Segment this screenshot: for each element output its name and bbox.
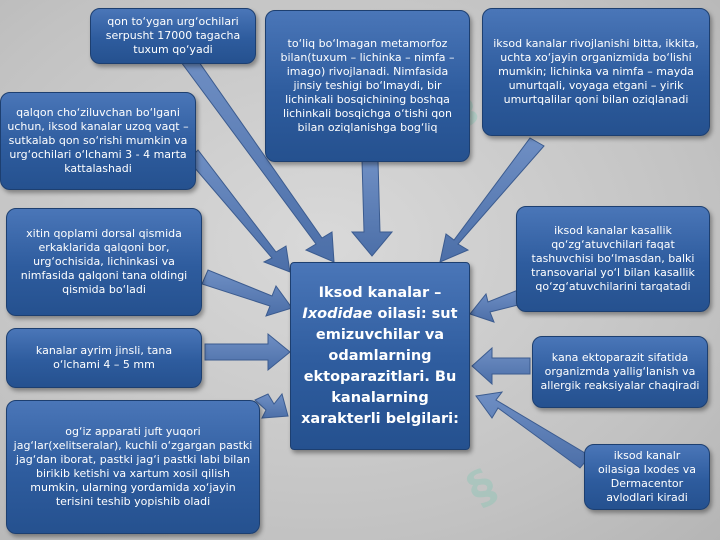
arrow-left-4 <box>254 392 289 419</box>
center-title-part2: oilasi: sut emizuvchilar va odamlarning … <box>301 305 459 427</box>
arrow-top-left <box>177 51 335 263</box>
arrow-right-1 <box>469 289 523 323</box>
box-genera: iksod kanalr oilasiga Ixodes va Dermacen… <box>584 444 710 510</box>
arrow-top-center <box>350 159 394 257</box>
box-chitin-cover: xitin qoplami dorsal qismida erkaklarida… <box>6 208 202 316</box>
center-title-italic: Ixodidae <box>302 305 373 322</box>
box-host-development: iksod kanalar rivojlanishi bitta, ikkita… <box>482 8 710 136</box>
box-egg-laying: qon to‘ygan urg‘ochilari serpusht 17000 … <box>90 8 256 64</box>
box-chitin-cover-text: xitin qoplami dorsal qismida erkaklarida… <box>20 227 188 296</box>
box-transmission: iksod kanalar kasallik qo‘zg‘atuvchilari… <box>516 206 710 312</box>
box-genera-text: iksod kanalr oilasiga Ixodes va Dermacen… <box>598 449 696 504</box>
arrow-right-3 <box>475 391 591 469</box>
box-egg-laying-text: qon to‘ygan urg‘ochilari serpusht 17000 … <box>105 15 241 56</box>
center-title-part1: Iksod kanalar – <box>318 284 442 301</box>
box-host-development-text: iksod kanalar rivojlanishi bitta, ikkita… <box>493 37 699 106</box>
box-metamorphosis-text: to‘liq bo‘lmagan metamorfoz bilan(tuxum … <box>280 37 455 134</box>
box-mouth-apparatus: og‘iz apparati juft yuqori jag‘lar(xelit… <box>6 400 260 534</box>
arrow-left-1 <box>187 149 291 273</box>
box-allergy-text: kana ektoparazit sifatida organizmda yal… <box>540 351 700 392</box>
box-body-size-text: kanalar ayrim jinsli, tana o‘lchami 4 – … <box>35 344 173 371</box>
arrow-left-3 <box>204 332 291 372</box>
box-metamorphosis: to‘liq bo‘lmagan metamorfoz bilan(tuxum … <box>265 10 470 162</box>
arrow-left-2 <box>201 269 293 317</box>
box-blood-sucking-text: qalqon cho‘ziluvchan bo‘lgani uchun, iks… <box>7 106 189 175</box>
center-title-box: Iksod kanalar – Ixodidae oilasi: sut emiz… <box>290 262 470 450</box>
box-body-size: kanalar ayrim jinsli, tana o‘lchami 4 – … <box>6 328 202 388</box>
arrow-top-right <box>439 137 545 263</box>
box-blood-sucking: qalqon cho‘ziluvchan bo‘lgani uchun, iks… <box>0 92 196 190</box>
center-title-text: Iksod kanalar – Ixodidae oilasi: sut emiz… <box>299 283 461 430</box>
box-allergy: kana ektoparazit sifatida organizmda yal… <box>532 336 708 408</box>
box-mouth-apparatus-text: og‘iz apparati juft yuqori jag‘lar(xelit… <box>13 425 253 508</box>
arrow-right-2 <box>471 346 531 386</box>
box-transmission-text: iksod kanalar kasallik qo‘zg‘atuvchilari… <box>531 224 695 293</box>
